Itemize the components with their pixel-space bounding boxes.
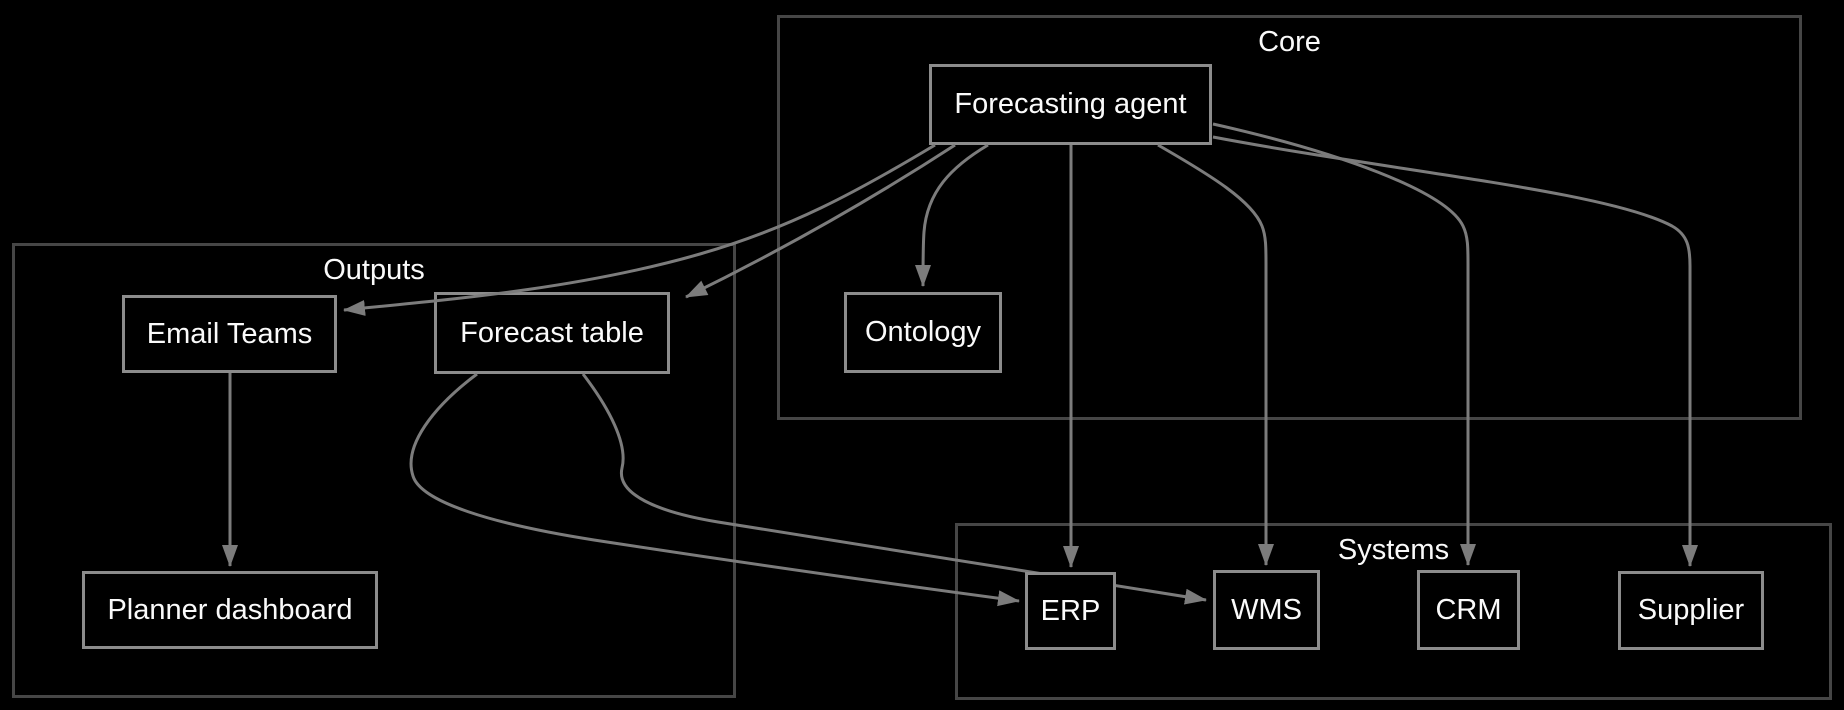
node-erp-label: ERP: [1040, 594, 1101, 627]
node-forecast-table: Forecast table: [434, 292, 670, 374]
node-crm: CRM: [1417, 570, 1520, 650]
node-planner-dashboard: Planner dashboard: [82, 571, 378, 649]
node-email-teams: Email Teams: [122, 295, 337, 373]
cluster-outputs-label: Outputs: [323, 254, 425, 286]
node-erp: ERP: [1025, 572, 1116, 650]
cluster-systems-label: Systems: [1337, 534, 1450, 566]
node-supplier: Supplier: [1618, 571, 1764, 650]
node-supplier-label: Supplier: [1637, 594, 1745, 626]
node-forecasting-agent: Forecasting agent: [929, 64, 1212, 145]
node-wms-label: WMS: [1231, 593, 1302, 626]
cluster-core-label: Core: [1258, 26, 1321, 58]
node-wms: WMS: [1213, 570, 1320, 650]
node-email-teams-label: Email Teams: [146, 317, 313, 350]
node-forecast-table-label: Forecast table: [460, 316, 644, 349]
node-ontology: Ontology: [844, 292, 1002, 373]
node-forecasting-agent-label: Forecasting agent: [954, 88, 1187, 120]
node-planner-dashboard-label: Planner dashboard: [107, 593, 353, 626]
node-ontology-label: Ontology: [864, 316, 982, 348]
node-crm-label: CRM: [1435, 593, 1502, 626]
